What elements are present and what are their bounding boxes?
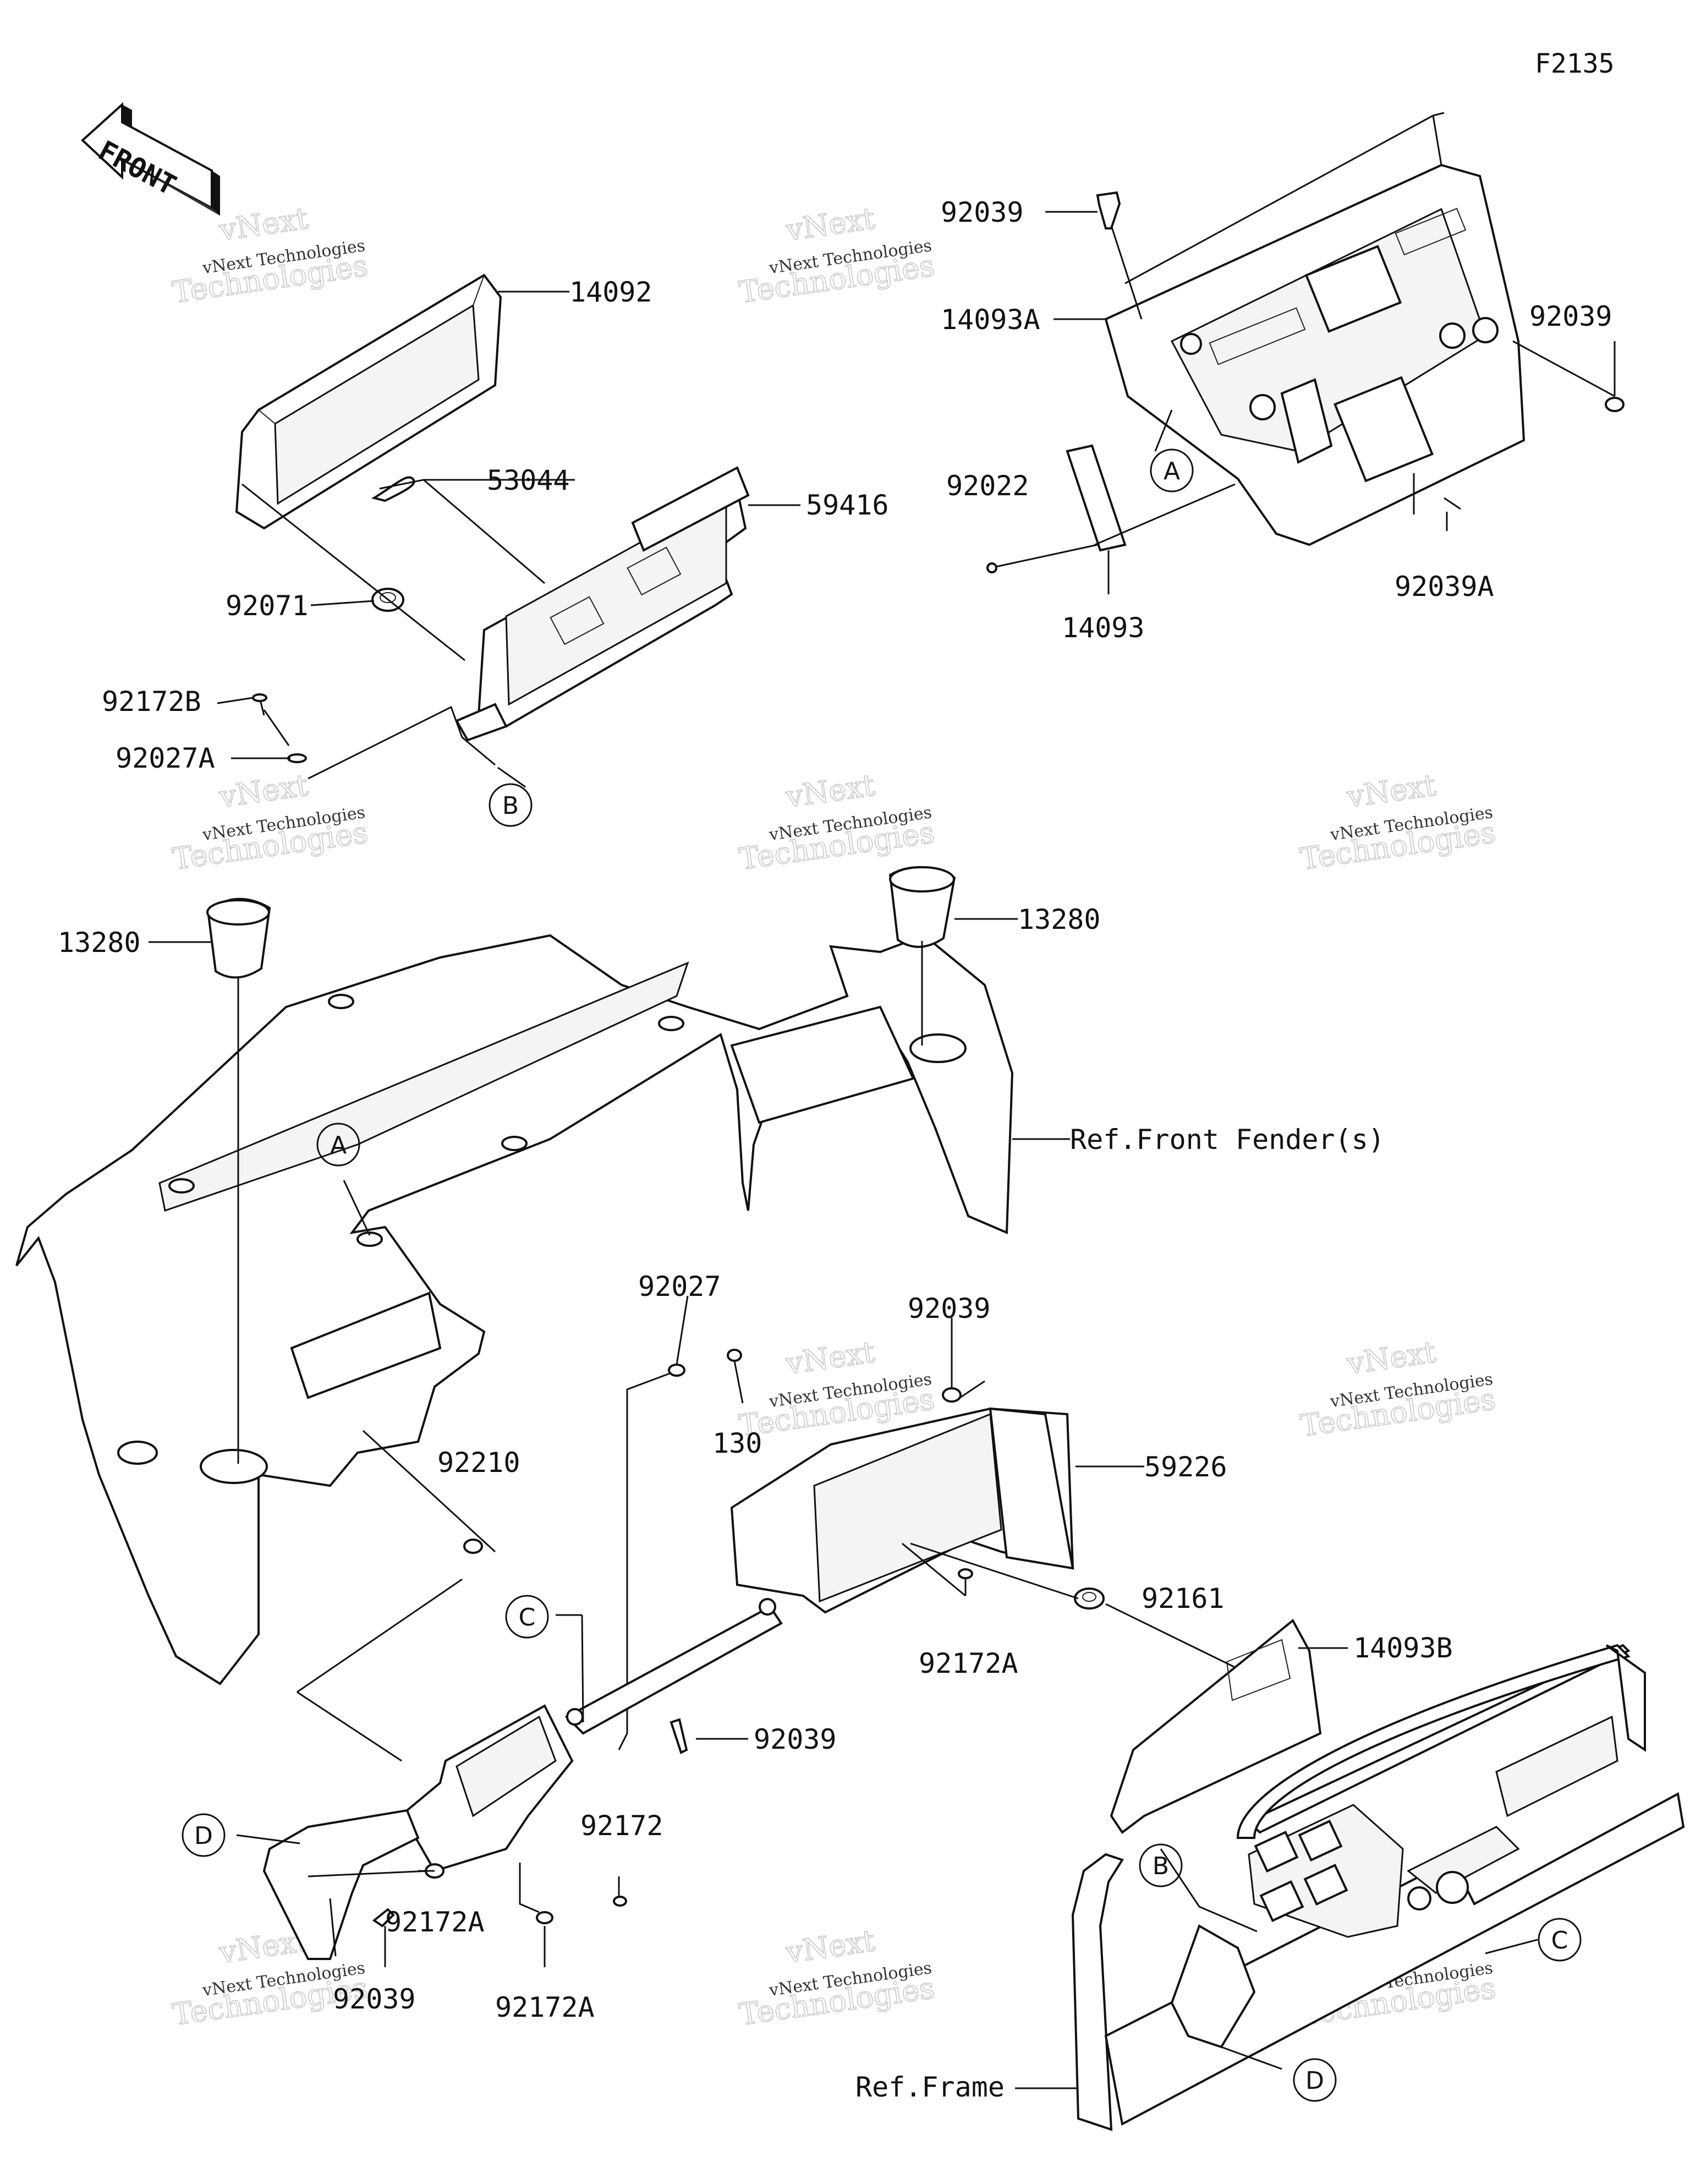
lbl-92022: 92022 [946,470,1029,502]
lbl-ref-fender: Ref.Front Fender(s) [1070,1124,1385,1156]
leaders-frame [1015,1848,1538,2089]
part-dashboard-body [15,934,1014,1685]
lbl-92039-right: 92039 [1529,300,1612,332]
part-frame [1071,1644,1685,2131]
leaders-top-left [217,291,800,788]
part-92172A-screw-mid [958,1568,973,1579]
lbl-92172A-left: 92172A [385,1906,485,1938]
part-labels: 14092 53044 59416 92071 92172B 92027A 92… [58,196,1612,2103]
part-59416-bracket [455,466,750,742]
callout-circles: A B A C D B C D [182,448,1582,2102]
part-92161-grommet [1074,1588,1105,1610]
callout-C-frame: C [1551,1926,1568,1955]
sheet-id: F2135 [1535,48,1615,79]
callout-D-frame: D [1305,2067,1324,2095]
lbl-14093B: 14093B [1353,1632,1453,1664]
lbl-92161: 92161 [1142,1583,1225,1614]
part-13280-cupholder-left [206,897,271,979]
lbl-13280-right: 13280 [1018,904,1101,935]
part-92022-clip [986,562,997,573]
part-13280-cupholder-right [888,866,956,948]
part-59226-glovebox [730,1407,1074,1614]
part-92210-nut [463,1539,483,1554]
part-92027-washer-mid [668,1364,685,1377]
part-92172A-screw-bottom [536,1911,553,1924]
leaders-dashboard [149,918,1070,1553]
part-92039-clip-bottom [372,1908,395,1928]
callout-D-left: D [194,1822,213,1850]
part-92039A-rivet [1444,497,1461,510]
lbl-59416: 59416 [806,489,889,521]
lbl-14093A: 14093A [941,304,1040,336]
lbl-92039-top: 92039 [941,196,1024,228]
lbl-92172: 92172 [580,1810,663,1842]
part-92172B-screw [252,693,267,716]
lbl-92039-mid: 92039 [908,1293,991,1324]
part-14092-frame [235,273,502,530]
callout-B-frame: B [1153,1852,1169,1880]
watermark-word: vNext [1345,1334,1438,1381]
part-92039-clip-right [1605,397,1625,412]
lbl-130: 130 [712,1427,762,1459]
lbl-92172A-bottom: 92172A [495,1991,595,2023]
lbl-ref-frame: Ref.Frame [855,2071,1005,2103]
lbl-13280-left: 13280 [58,927,141,959]
part-14093A-panel [1104,163,1526,546]
part-lower-left-duct [262,1704,574,1960]
leaders-lower-left [236,1578,748,1967]
callout-A-dash: A [330,1131,347,1159]
lbl-53044: 53044 [487,464,570,496]
watermark-word: vNext [1345,768,1438,814]
lbl-92172B: 92172B [102,686,201,718]
watermark-word: vNext [783,768,877,814]
lbl-92039-bottom: 92039 [333,1983,416,2015]
lbl-14092: 14092 [569,276,652,308]
leaders-glovebox [618,1295,1348,1750]
watermark-word: vNext [217,768,310,814]
callout-C-left: C [519,1603,536,1632]
lbl-92027A: 92027A [116,742,215,774]
lbl-14093: 14093 [1062,612,1145,644]
lbl-92039A: 92039A [1395,571,1494,603]
watermark-word: vNext [217,201,310,248]
lbl-92039-low: 92039 [754,1723,837,1755]
watermark-word: vNext [783,201,877,248]
watermark-word: vNext [783,1334,877,1381]
lbl-92172A-mid: 92172A [919,1647,1018,1679]
part-92172-screw [613,1896,627,1907]
part-14093B-cover [1110,1618,1322,1834]
callout-B-top: B [502,792,519,820]
front-direction-arrow: FRONT [81,102,220,216]
part-92039-clip-top [1096,191,1121,229]
part-92039-clip-mid [942,1387,962,1403]
callout-A-top: A [1164,457,1180,485]
part-14093-trim [1066,444,1127,552]
watermark-word: vNext [783,1923,877,1970]
part-92039-clip-low [670,1718,688,1754]
lbl-92210: 92210 [437,1447,520,1479]
part-c-bracket [564,1598,783,1735]
leaders-top-right [995,112,1616,594]
lbl-92071: 92071 [226,590,309,622]
part-92027A-washer [287,753,307,763]
lbl-59226: 59226 [1144,1451,1227,1483]
part-130-bolt [727,1349,742,1362]
lbl-92027: 92027 [638,1271,721,1302]
